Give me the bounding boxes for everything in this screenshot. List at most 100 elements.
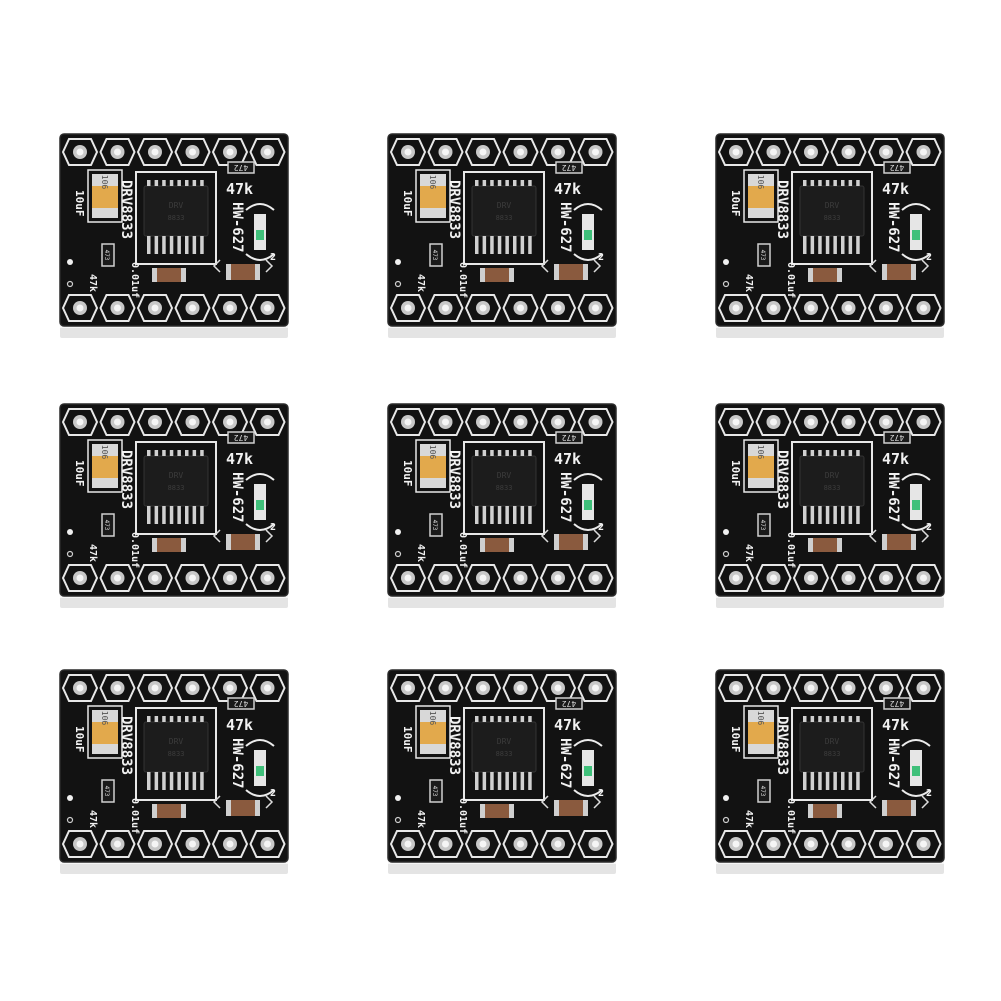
svg-text:473: 473 [431, 250, 438, 261]
pin-hole-center [517, 148, 524, 156]
ic-leg [490, 180, 494, 186]
pin-hole-outline [389, 408, 427, 436]
ic-leg [528, 450, 532, 456]
top-pin-header [61, 138, 286, 166]
pin-hole-center [807, 148, 815, 156]
cap-label-small: 0.01uf [129, 798, 140, 834]
pin-hole-outline [464, 294, 502, 322]
capacitor-icon: 106 [420, 174, 446, 218]
ic-leg [185, 236, 189, 254]
ic-leg [803, 180, 807, 186]
svg-text:472: 472 [890, 163, 905, 172]
ic-outline [135, 441, 217, 535]
ic-leg [192, 506, 197, 524]
pin-hole-center [264, 574, 271, 582]
ic-leg [154, 506, 159, 524]
ic-leg [856, 236, 860, 254]
resistor-icon: 473 [101, 513, 115, 537]
ic-leg [482, 236, 487, 254]
cap-outline [87, 169, 123, 223]
pin-hole-center [114, 148, 121, 156]
pin-hole-center [845, 574, 852, 582]
capacitor-icon: 106 [92, 174, 118, 218]
pin-number-label: 2 [598, 252, 604, 263]
cap-outline [415, 439, 451, 493]
capacitor-icon [480, 268, 514, 282]
ic-leg [505, 236, 509, 254]
pin-hole-outline [577, 830, 614, 858]
ic-leg [818, 772, 822, 790]
ic-leg [513, 506, 517, 524]
resistor-icon: 473 [429, 779, 443, 803]
ic-leg [169, 772, 174, 790]
capacitor-icon [540, 529, 602, 550]
pin-hole-outline [61, 294, 99, 322]
capacitor-icon [540, 795, 602, 816]
model-label: HW-627 [557, 472, 573, 523]
pin-hole-center [770, 148, 777, 156]
pin-hole-center [554, 574, 562, 582]
pin-hole-center [554, 148, 562, 156]
mount-dot [67, 529, 73, 535]
top-pin-header [389, 138, 614, 166]
model-label: HW-627 [557, 202, 573, 253]
ic-leg [505, 506, 509, 524]
pin-hole-center [920, 684, 927, 692]
svg-text:472: 472 [234, 699, 249, 708]
mount-dot [394, 816, 402, 824]
pin-hole-center [189, 418, 196, 426]
ic-leg [810, 180, 815, 186]
pin-hole-center [442, 840, 449, 848]
pin-hole-outline [577, 138, 614, 166]
pcb-board-graphic: DRV 8833 106 DRV8833 10uF 472 [59, 403, 289, 608]
svg-text:473: 473 [759, 520, 766, 531]
cap-label: 10uF [73, 460, 86, 487]
resistor-value-label-small: 47k [743, 544, 754, 562]
pin-hole-outline [717, 564, 755, 592]
model-label: HW-627 [885, 738, 901, 789]
pin-hole-center [732, 304, 740, 312]
ic-leg [482, 716, 487, 722]
pin-hole-outline [755, 138, 792, 166]
cap-label: 10uF [729, 460, 742, 487]
pin-hole-outline [389, 830, 427, 858]
ic-leg [528, 772, 532, 790]
cap-label: 10uF [729, 190, 742, 217]
resistor-value-label-small: 47k [87, 544, 98, 562]
capacitor-icon [808, 268, 842, 282]
ic-chip-icon: DRV 8833 [799, 716, 865, 790]
top-pin-header [389, 674, 614, 702]
ic-outline [463, 441, 545, 535]
pin-hole-outline [249, 138, 286, 166]
bottom-pin-header [389, 564, 614, 592]
ic-leg [490, 506, 494, 524]
bottom-pin-header [61, 830, 286, 858]
ic-leg [833, 716, 837, 722]
capacitor-icon [480, 804, 514, 818]
ic-leg [505, 716, 509, 722]
resistor-value-label: 47k [554, 716, 581, 734]
pin-hole-outline [792, 294, 830, 322]
mount-dot [723, 529, 729, 535]
pin-hole-center [592, 574, 599, 582]
ic-leg [192, 180, 197, 186]
svg-text:DRV: DRV [497, 201, 512, 210]
ic-leg [185, 506, 189, 524]
pin-hole-center [442, 418, 449, 426]
resistor-icon: 472 [883, 697, 911, 710]
capacitor-icon [152, 538, 186, 552]
capacitor-icon: 106 [748, 444, 774, 488]
svg-text:8833: 8833 [824, 750, 841, 758]
pin-hole-outline [136, 830, 174, 858]
model-label: HW-627 [885, 472, 901, 523]
pin-hole-outline [61, 830, 99, 858]
ic-leg [841, 236, 845, 254]
ic-leg [177, 450, 181, 456]
model-label: HW-627 [885, 202, 901, 253]
pin-hole-outline [427, 294, 464, 322]
ic-leg [147, 716, 151, 722]
ic-leg [825, 450, 830, 456]
pin-hole-center [732, 148, 740, 156]
ic-leg [490, 716, 494, 722]
pin-hole-outline [502, 408, 539, 436]
